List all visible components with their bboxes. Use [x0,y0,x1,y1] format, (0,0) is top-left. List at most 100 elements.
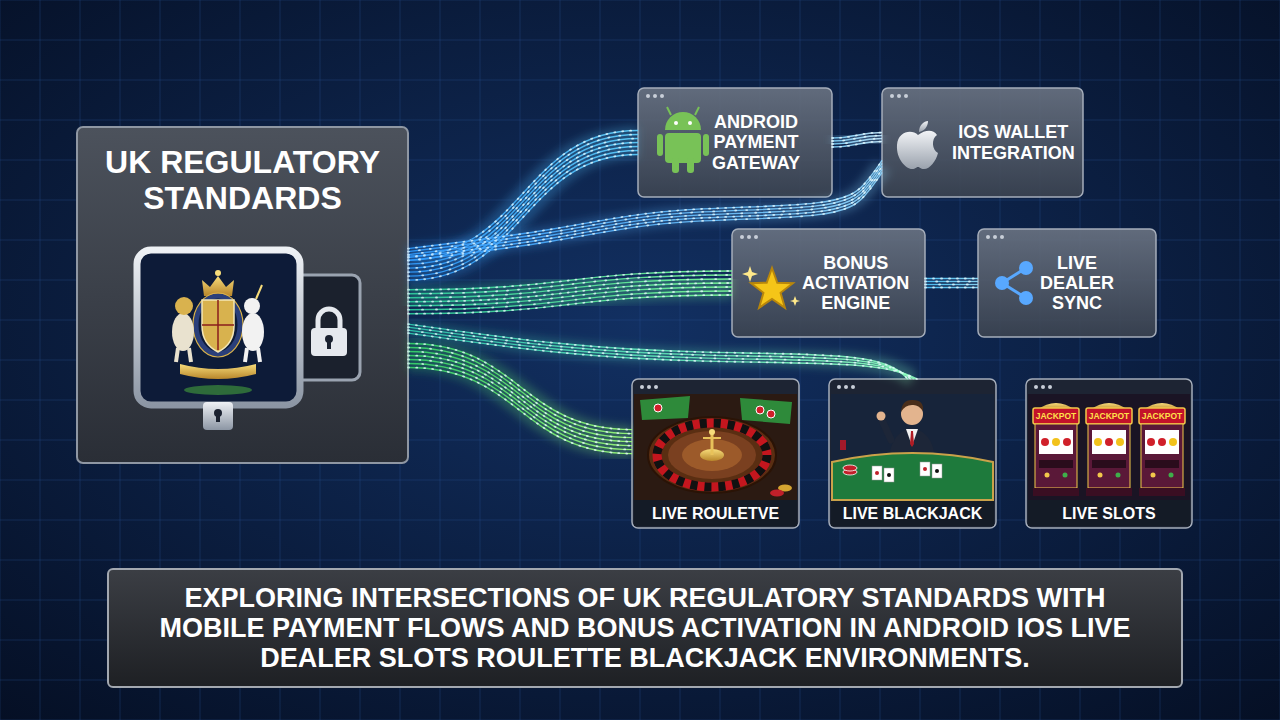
fiber-strand [925,278,978,279]
royal-emblem-part [180,364,256,379]
slots-picture-part [1092,430,1126,454]
apple-icon-part [919,121,928,132]
slots-picture-part [1045,473,1050,478]
panel-frame [978,229,1156,337]
game-panel: LIVE SLOTS [1026,379,1192,528]
fiber-spark [408,327,911,379]
roulette-picture-part [657,423,767,487]
blackjack-picture-part [832,453,993,500]
fiber-strand [925,284,978,285]
fiber-spark [408,163,882,251]
box-label: LIVE DEALER SYNC [1040,253,1114,313]
panel-fill [638,88,832,197]
fiber-strand [408,351,632,437]
fiber-strand [408,324,908,379]
jackpot-label: JACKPOT [1139,409,1185,423]
fiber-spark [408,169,882,257]
window-dot [747,235,751,239]
fiber-spark [408,363,632,449]
slots-picture-part [1086,408,1132,424]
roulette-picture-part [767,410,775,418]
window-dot [1041,385,1045,389]
fiber-spark [832,133,882,138]
fiber-strand [408,359,632,445]
panel-frame [732,229,925,337]
share-icon [995,261,1033,305]
slots-picture-part [1139,488,1185,496]
fiber-glow [925,275,978,291]
slots-picture-part [1041,438,1049,446]
fiber-connector [832,133,882,147]
android-icon-part [695,107,699,115]
fiber-spark [408,275,732,294]
fiber-spark [925,284,978,286]
fiber-spark [408,287,732,306]
slots-picture-part [1158,438,1166,446]
slots-picture-part [1094,438,1102,446]
slots-picture-part [1063,438,1071,446]
fiber-strand [408,367,632,453]
fiber-strand [408,172,882,260]
slots-picture-part [1169,438,1177,446]
window-dot [904,94,908,98]
roulette-picture-part [703,437,721,439]
roulette-picture-part [709,429,715,435]
fiber-glow [408,283,732,302]
window-dot [993,235,997,239]
fiber-spark [408,172,882,260]
slots-picture-part [1033,408,1079,424]
roulette-picture-part [640,396,690,420]
roulette-picture [634,394,797,500]
window-dot [740,235,744,239]
panel-title: UK REGULATORY STANDARDS [91,145,394,217]
window-dot [754,235,758,239]
service-box: BONUS ACTIVATION ENGINE [732,229,925,337]
android-icon [657,107,709,173]
game-label: LIVE SLOTS [1062,505,1155,523]
blackjack-picture-part [831,394,994,500]
fiber-connector [408,271,732,314]
caption-bar: EXPLORING INTERSECTIONS OF UK REGULATORY… [107,568,1183,688]
royal-emblem-part [184,385,252,395]
slots-picture-part [1086,488,1132,496]
royal-emblem-part [215,270,221,276]
blackjack-picture-part [887,473,891,477]
royal-emblem-part [196,296,240,354]
royal-emblem-part [189,348,191,362]
fiber-strand [408,363,632,449]
share-icon-part [1019,291,1033,305]
roulette-picture-part [740,398,792,424]
service-box: LIVE DEALER SYNC [978,229,1156,337]
royal-emblem-part [256,285,262,299]
royal-emblem-part [202,300,234,352]
window-dot [654,385,658,389]
slots-picture-part [1141,424,1183,488]
fiber-glow [408,355,632,441]
slots-picture-part [1033,488,1079,496]
label-band [1028,500,1190,526]
window-dot [647,385,651,389]
fiber-spark [925,281,978,283]
fiber-strand [408,327,911,379]
fiber-strand [925,287,978,288]
blackjack-picture-part [884,468,894,482]
fiber-spark [925,278,978,280]
blackjack-picture-part [935,469,939,473]
window-dot [660,94,664,98]
slots-picture-part [1098,473,1103,478]
slots-picture-part [1169,473,1174,478]
royal-emblem-part [202,324,234,326]
service-box: IOS WALLET INTEGRATION [882,88,1083,197]
regulator-panel: UK REGULATORY STANDARDS [77,127,408,463]
android-icon-part [657,134,663,156]
roulette-picture-part [654,404,662,412]
fiber-strand [408,166,882,254]
royal-emblem-part [172,313,194,351]
blackjack-picture-part [906,429,918,446]
apple-icon [897,121,938,169]
android-icon-part [688,121,692,125]
fiber-spark [832,139,882,144]
grid-line [0,80,1280,81]
star-icon-part [742,266,758,282]
